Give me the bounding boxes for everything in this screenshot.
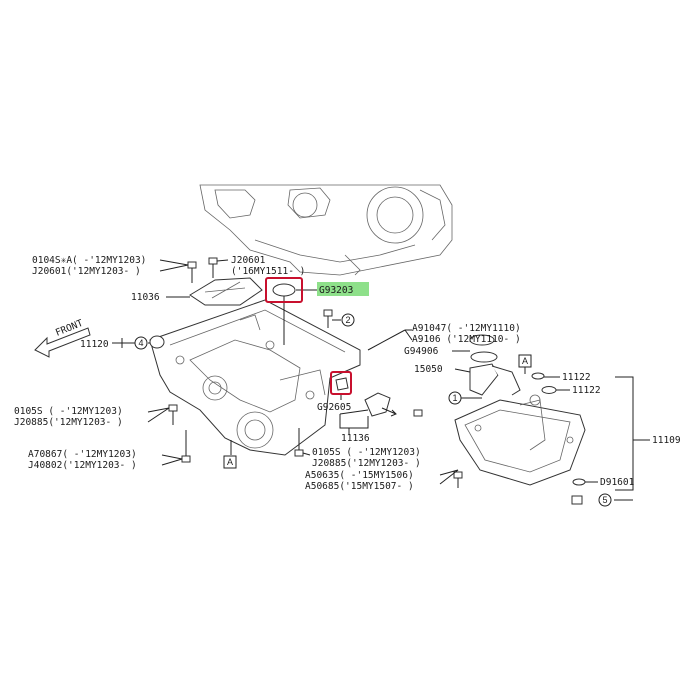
svg-text:5: 5 — [602, 495, 607, 505]
label-g94906: G94906 — [404, 346, 439, 357]
oil-level-sensor — [364, 392, 397, 417]
label-16my: ('16MY1511- ) — [231, 266, 305, 277]
label-g93203: G93203 — [319, 285, 353, 296]
label-11120: 11120 — [80, 339, 109, 350]
label-j40802: J40802('12MY1203- ) — [28, 460, 137, 471]
leader-lines — [112, 259, 650, 501]
lower-oil-pan — [454, 394, 586, 486]
baffle-plate — [189, 277, 263, 306]
label-11036: 11036 — [131, 292, 160, 303]
ref-box-a-left: A — [223, 455, 237, 469]
label-0105s-a: 0105S ( -'12MY1203) — [14, 406, 123, 417]
cylinder-block — [199, 184, 453, 276]
svg-text:A: A — [227, 457, 233, 467]
label-g92605: G92605 — [317, 402, 351, 413]
label-a50685: A50685('15MY1507- ) — [305, 481, 414, 492]
ref-marker-4: 4 — [134, 336, 148, 350]
stud-bolt — [367, 329, 406, 351]
ref-marker-2: 2 — [341, 313, 355, 327]
label-a9106: A9106 ('12MY1110- ) — [412, 334, 521, 345]
ref-marker-5: 5 — [598, 493, 612, 507]
front-arrow: FRONT — [34, 318, 91, 358]
gasket-g92605 — [335, 377, 349, 391]
label-11136: 11136 — [341, 433, 370, 444]
label-15050: 15050 — [414, 364, 443, 375]
oil-strainer — [469, 351, 521, 396]
label-d91601: D91601 — [600, 477, 635, 488]
svg-text:2: 2 — [345, 315, 350, 325]
svg-text:1: 1 — [452, 393, 457, 403]
highlight-g93203 — [265, 277, 303, 303]
label-j20885-b: J20885('12MY1203- ) — [312, 458, 421, 469]
ref-box-a-right: A — [518, 354, 532, 368]
label-0105s-b: 0105S ( -'12MY1203) — [312, 447, 421, 458]
label-11122-b: 11122 — [572, 385, 601, 396]
label-11109: 11109 — [652, 435, 681, 446]
label-j20885-a: J20885('12MY1203- ) — [14, 417, 123, 428]
g93203-tag-bg — [317, 282, 369, 296]
label-a70867: A70867( -'12MY1203) — [28, 449, 137, 460]
oil-strainer-gasket — [272, 283, 296, 297]
label-11122-a: 11122 — [562, 372, 591, 383]
highlight-g92605 — [330, 371, 352, 395]
label-a91047: A91047( -'12MY1110) — [412, 323, 521, 334]
part-labels: 0104S✳A( -'12MY1203) J20601('12MY1203- )… — [14, 255, 681, 492]
svg-text:4: 4 — [138, 338, 143, 348]
label-a50635: A50635( -'15MY1506) — [305, 470, 414, 481]
upper-oil-pan — [149, 299, 361, 456]
svg-text:A: A — [522, 356, 528, 366]
label-j20601-b: J20601 — [231, 255, 266, 266]
ref-marker-1: 1 — [448, 391, 462, 405]
bolts — [168, 257, 586, 505]
label-j20601-a: J20601('12MY1203- ) — [32, 266, 141, 277]
label-0104s: 0104S✳A( -'12MY1203) — [32, 255, 146, 266]
